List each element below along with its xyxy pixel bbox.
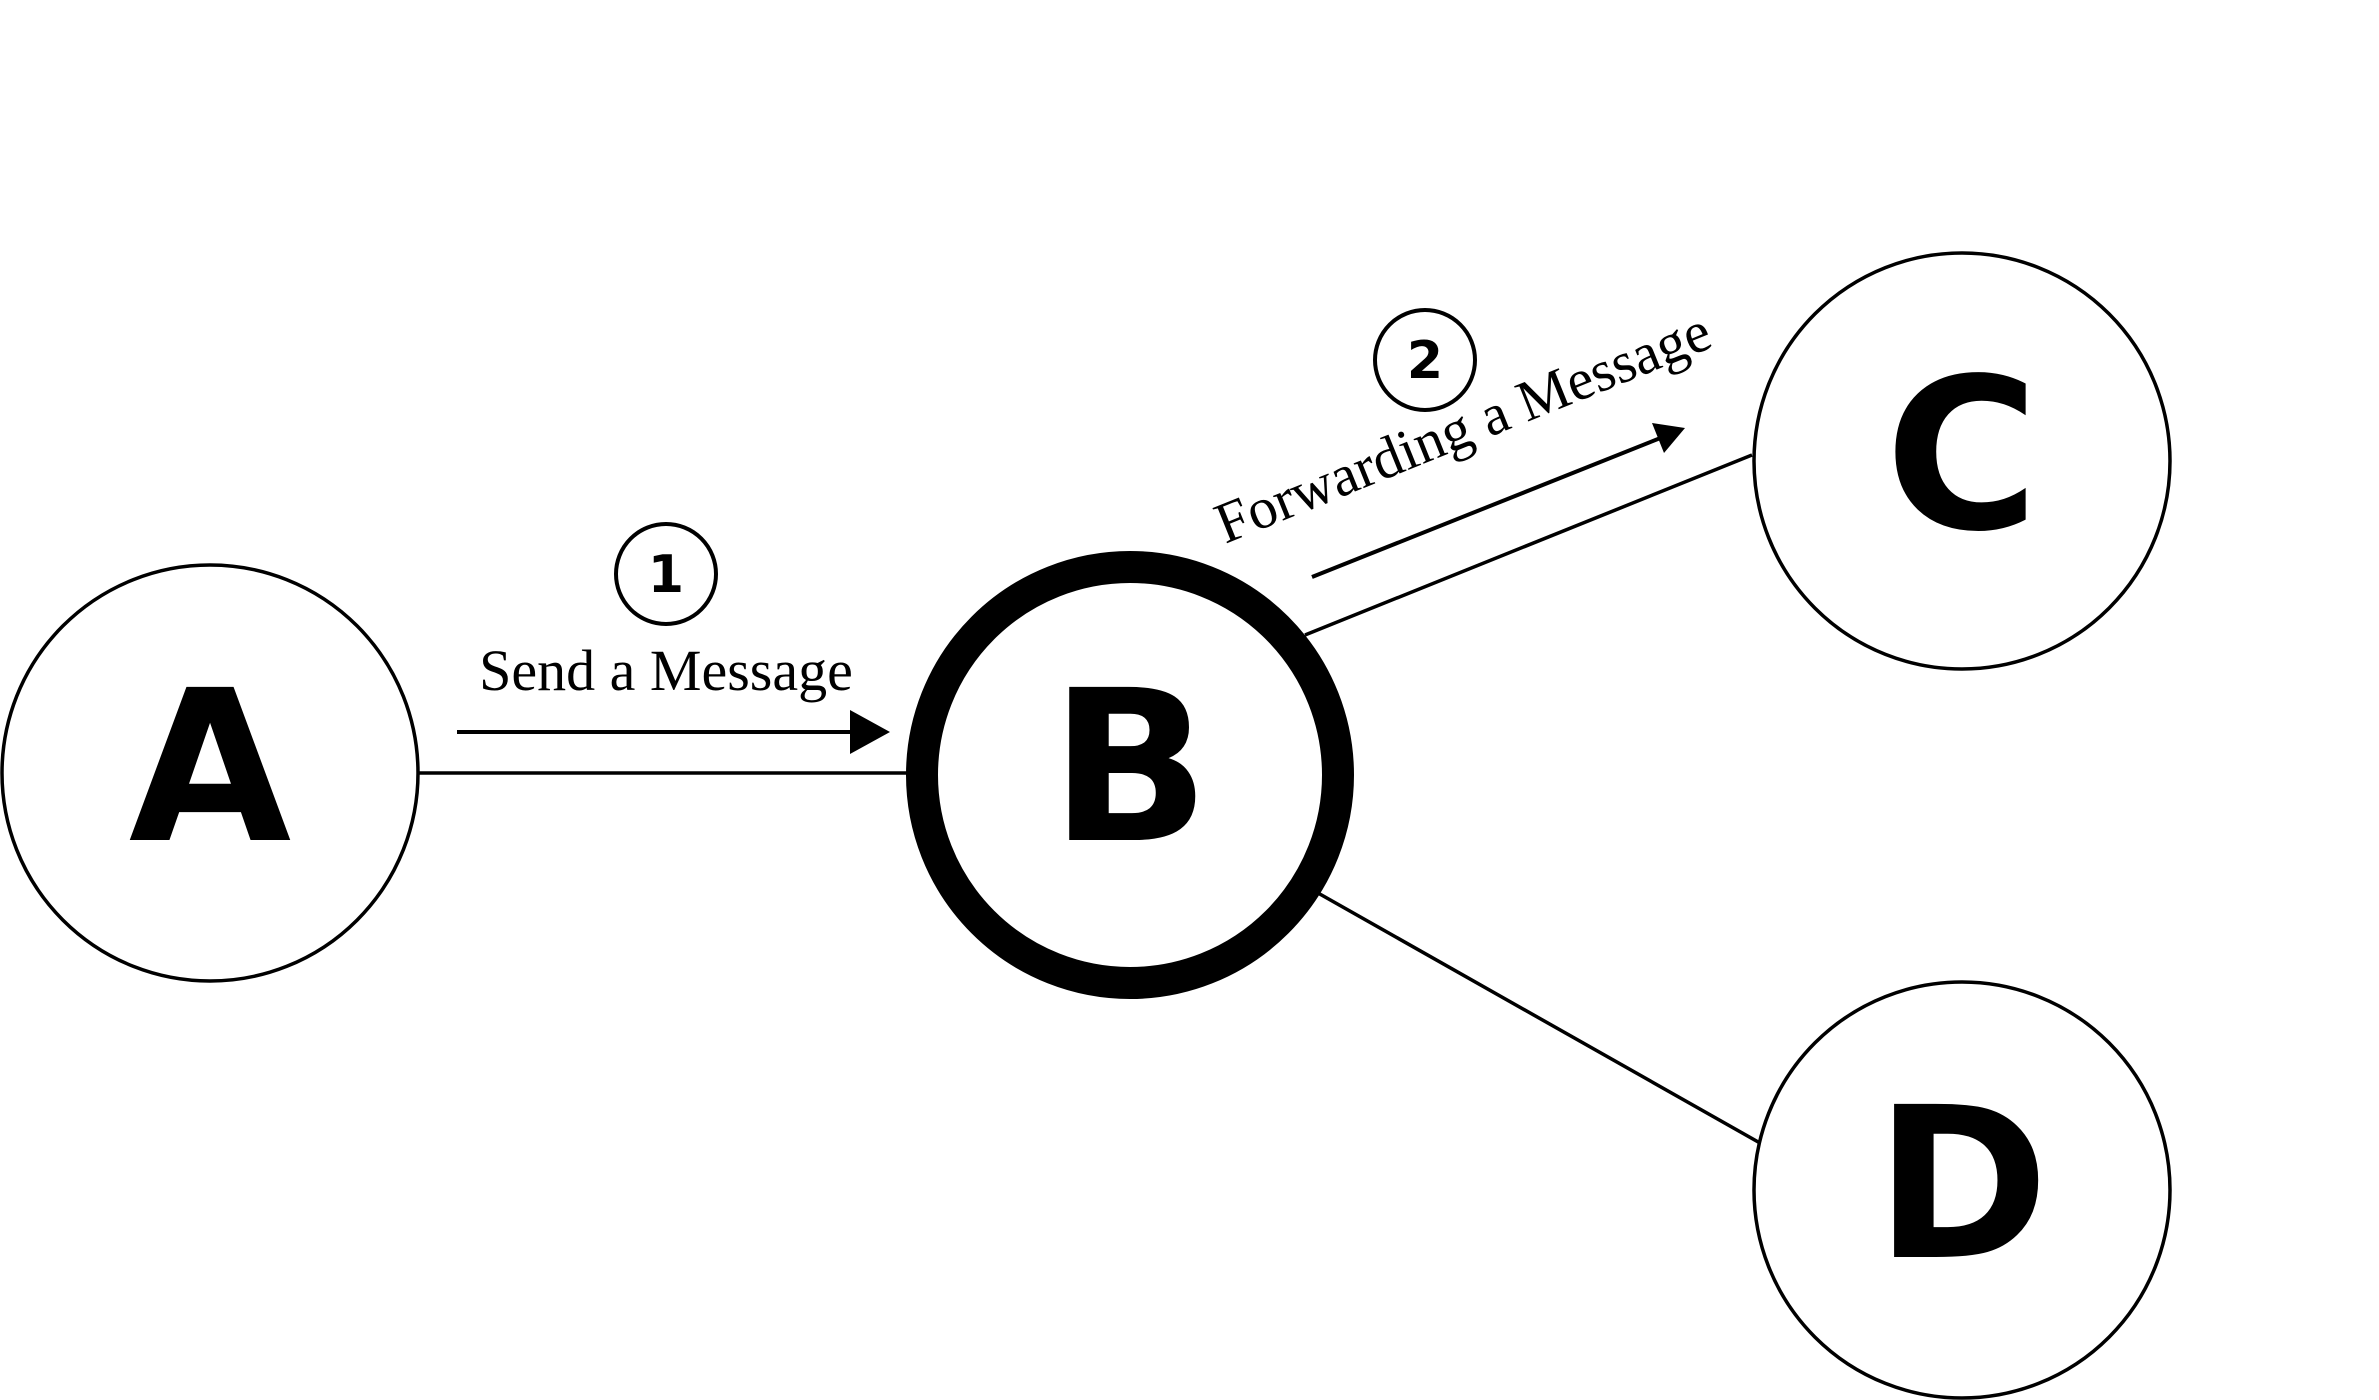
step-2-arrow-head <box>1652 423 1685 453</box>
step-1-label: Send a Message <box>479 638 853 703</box>
node-d-label: D <box>1875 1062 2049 1307</box>
step-1-number: 1 <box>648 545 684 605</box>
step-1-arrow-head <box>850 710 890 754</box>
step-1: 1 Send a Message <box>457 522 890 754</box>
step-2-arrow-shaft <box>1311 433 1669 579</box>
edge-b-c <box>1304 453 1753 637</box>
step-1-badge <box>614 522 718 626</box>
node-b: B <box>906 551 1354 999</box>
step-2: 2 Forwarding a Message <box>1206 298 1720 579</box>
step-2-badge <box>1373 308 1477 412</box>
node-d: D <box>1752 980 2172 1400</box>
node-c-label: C <box>1885 333 2039 578</box>
node-a: A <box>0 563 420 983</box>
edge-b-d <box>1317 891 1761 1145</box>
node-b-label: B <box>1050 645 1210 890</box>
step-2-number: 2 <box>1407 331 1443 391</box>
node-c-circle <box>1752 251 2172 671</box>
node-b-circle <box>906 551 1354 999</box>
node-d-circle <box>1752 980 2172 1400</box>
node-c: C <box>1752 251 2172 671</box>
node-a-circle <box>0 563 420 983</box>
node-a-label: A <box>129 645 292 890</box>
